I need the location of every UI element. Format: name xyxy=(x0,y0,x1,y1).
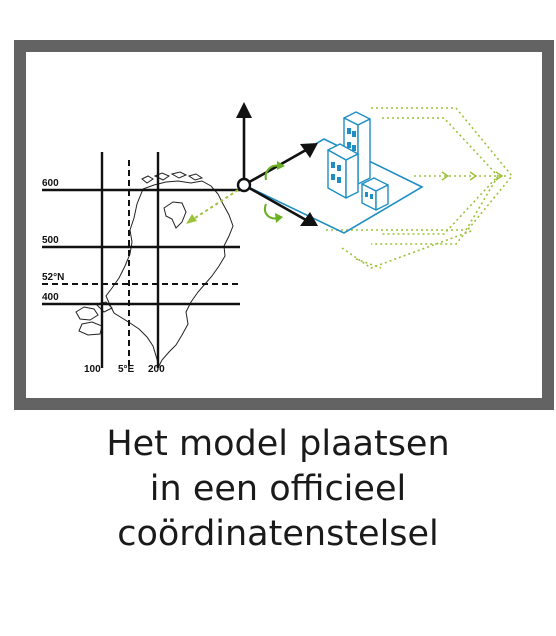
grid-label-600: 600 xyxy=(42,178,59,189)
coordinate-diagram: 600 500 52°N 400 100 5°E 200 xyxy=(42,102,514,375)
graticule-lines xyxy=(42,160,240,368)
up-arrow-icon xyxy=(236,102,252,118)
coordinate-axes xyxy=(186,102,318,226)
grid-label-5e: 5°E xyxy=(118,364,135,375)
grid-label-200: 200 xyxy=(148,364,165,375)
projection-chevrons xyxy=(441,171,504,181)
north-arrow-icon xyxy=(300,212,318,226)
grid-label-500: 500 xyxy=(42,235,59,246)
north-axis xyxy=(243,183,307,222)
caption-line-2: in een officieel xyxy=(149,469,407,509)
rotation-icon xyxy=(264,161,285,223)
origin-link-arrow-icon xyxy=(186,214,197,224)
diagram-caption: Het model plaatsen in een officieel coör… xyxy=(0,422,556,557)
grid-label-52n: 52°N xyxy=(42,272,64,283)
grid-label-400: 400 xyxy=(42,292,59,303)
building-icon xyxy=(327,111,389,211)
caption-line-1: Het model plaatsen xyxy=(106,424,450,464)
diagram-frame: 600 500 52°N 400 100 5°E 200 xyxy=(14,40,554,410)
projection-lines xyxy=(326,107,514,269)
east-axis xyxy=(243,148,307,187)
origin-link-line xyxy=(191,189,239,221)
caption-line-3: coördinatenstelsel xyxy=(117,514,439,554)
grid-label-100: 100 xyxy=(84,364,101,375)
netherlands-map-outline xyxy=(75,171,234,368)
origin-point xyxy=(236,177,252,193)
grid-lines xyxy=(42,152,240,368)
east-arrow-icon xyxy=(300,143,318,158)
